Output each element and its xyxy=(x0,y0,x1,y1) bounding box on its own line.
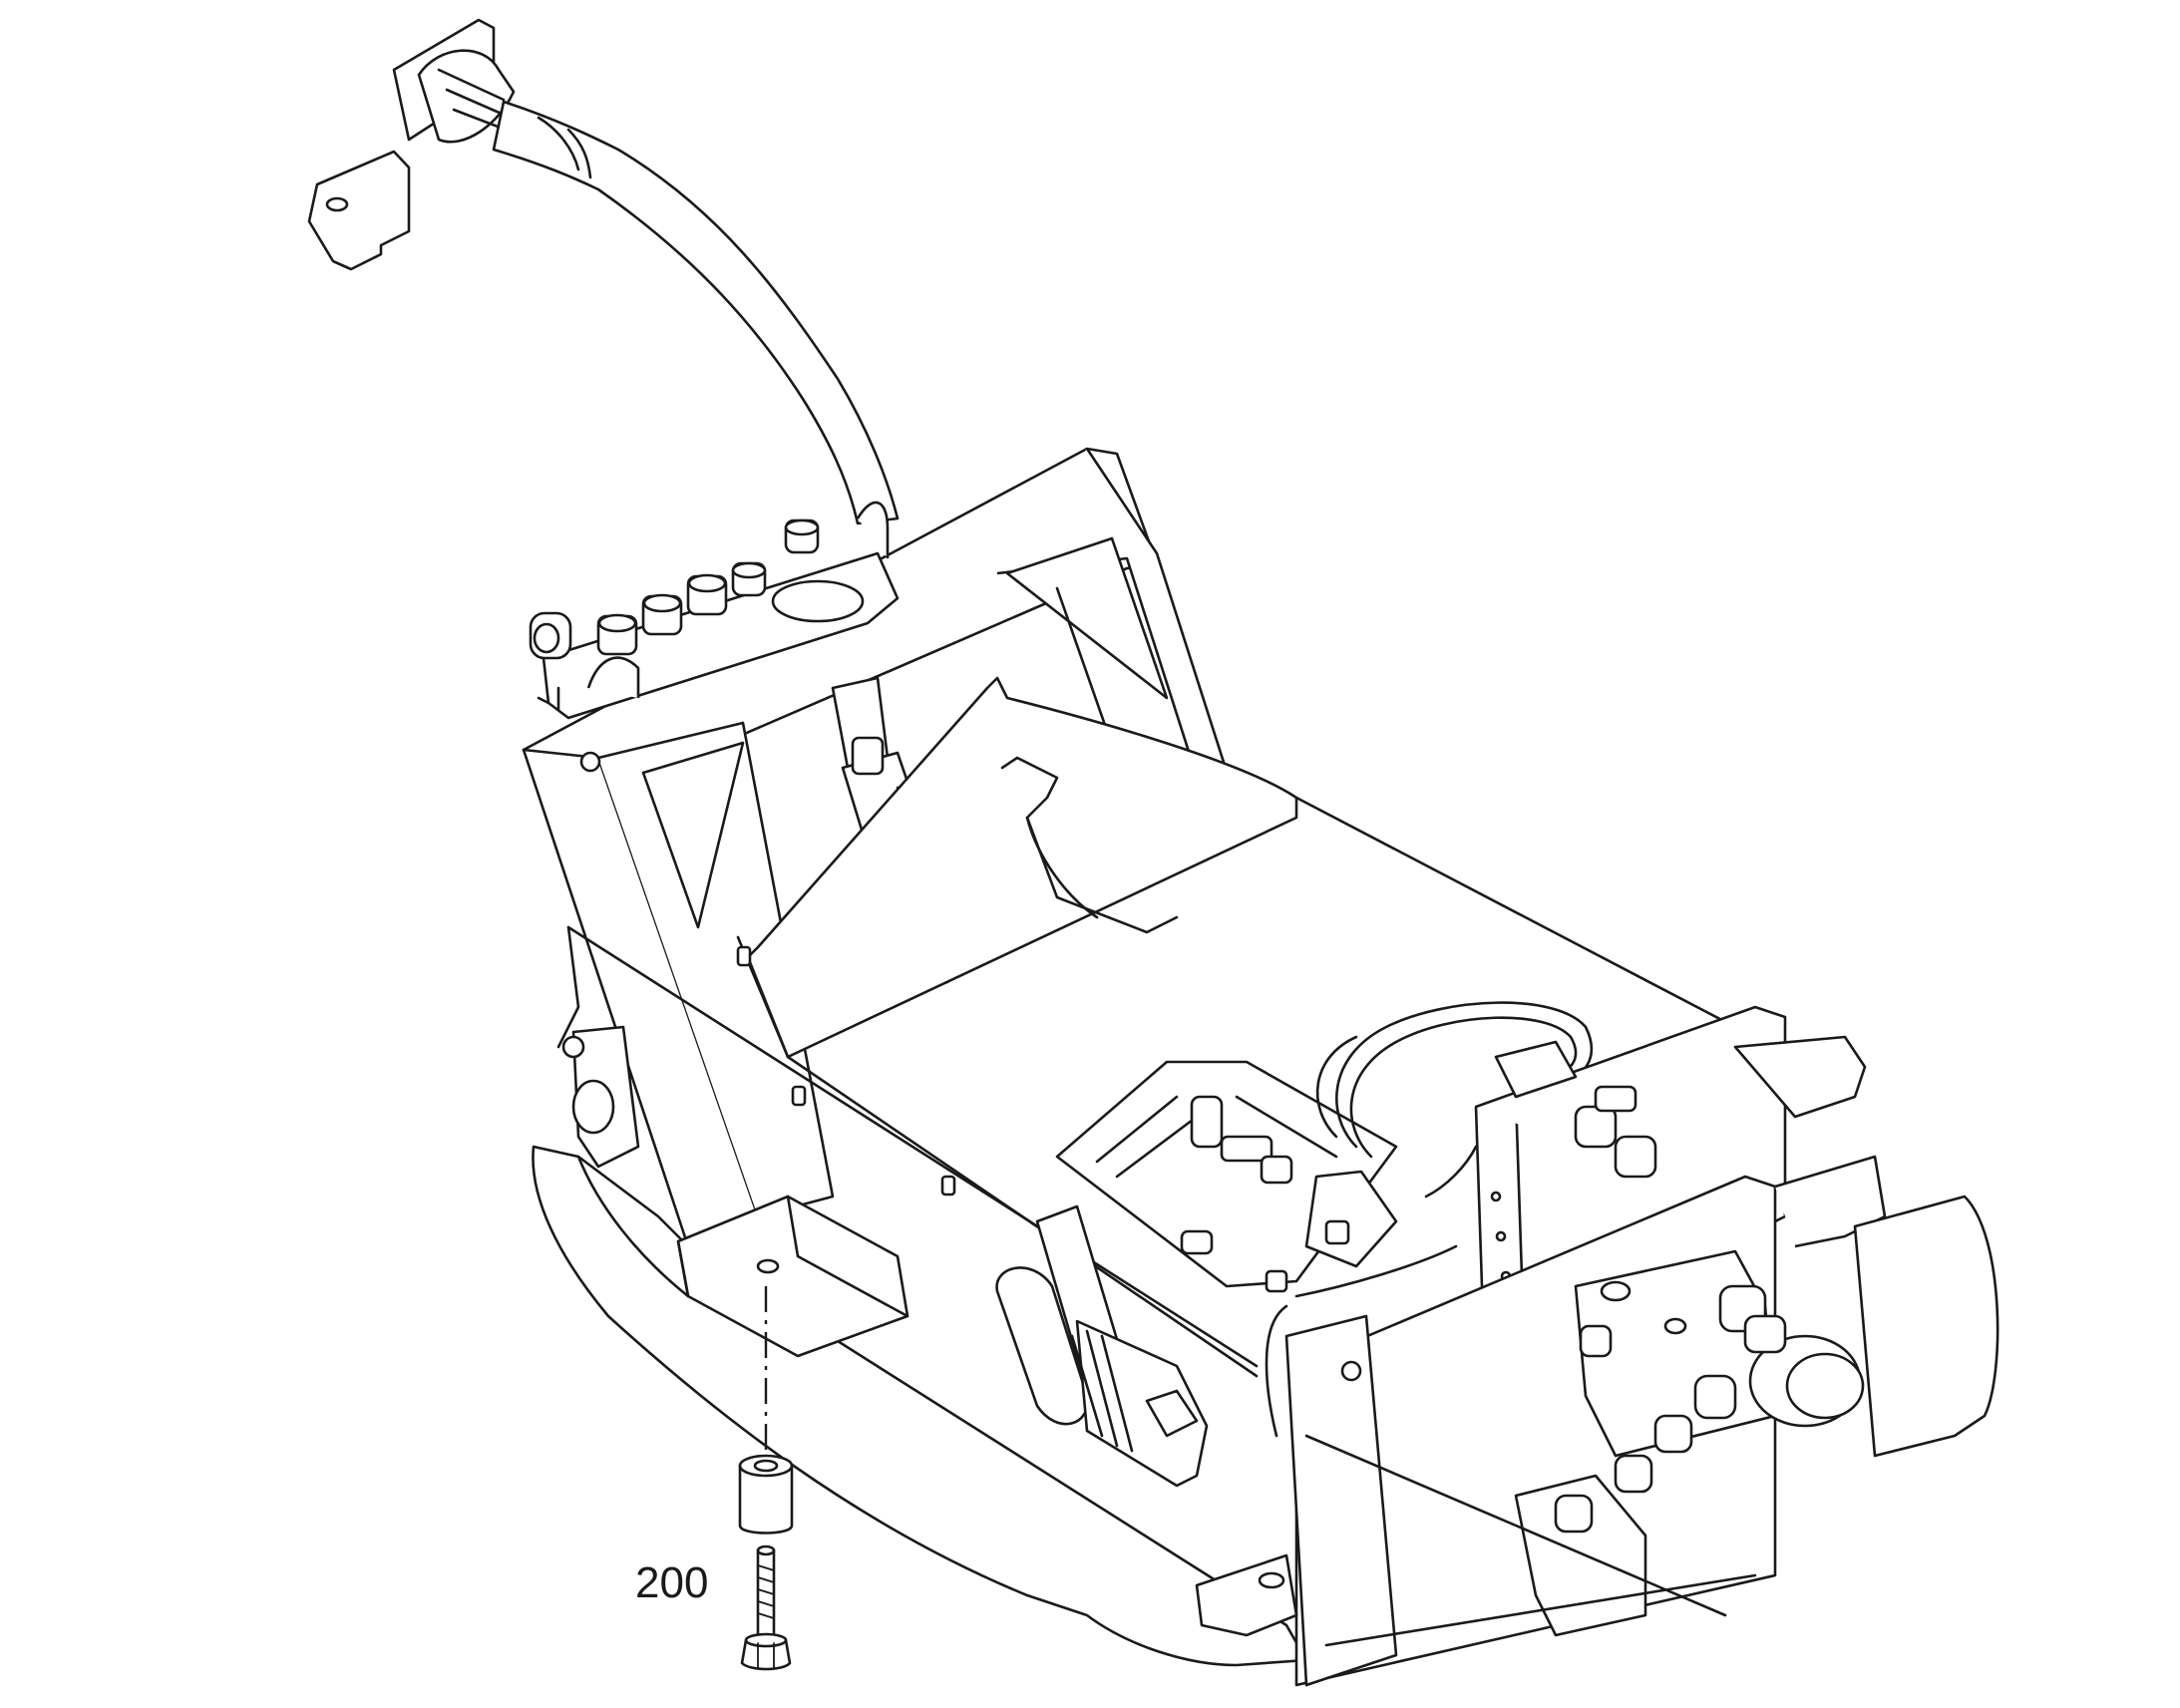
hose-port xyxy=(771,579,865,623)
base-plate xyxy=(532,1025,1308,1667)
exploded-hardware xyxy=(738,1286,794,1671)
cover-plate-fittings xyxy=(1180,1095,1350,1293)
cover-plate xyxy=(1055,1060,1398,1293)
part-callout-200: 200 xyxy=(635,1558,709,1607)
hose xyxy=(492,100,900,525)
filter-canister xyxy=(995,1204,1209,1488)
spacer-sleeve xyxy=(738,1454,794,1535)
valve-block xyxy=(1554,1249,1865,1534)
valve-fittings xyxy=(1554,1280,1865,1534)
manifold-block xyxy=(529,501,900,720)
fitting-nuts xyxy=(529,518,820,660)
hose-fitting xyxy=(417,49,516,144)
chassis-body xyxy=(556,676,1737,1378)
hydraulic-lines xyxy=(1265,1001,1594,1438)
hose-assembly xyxy=(307,18,900,525)
hex-bolt xyxy=(740,1544,792,1671)
upright-frame xyxy=(522,447,1239,1248)
bracket-fittings xyxy=(1574,1085,1657,1179)
hose-mount-bracket xyxy=(307,150,411,271)
